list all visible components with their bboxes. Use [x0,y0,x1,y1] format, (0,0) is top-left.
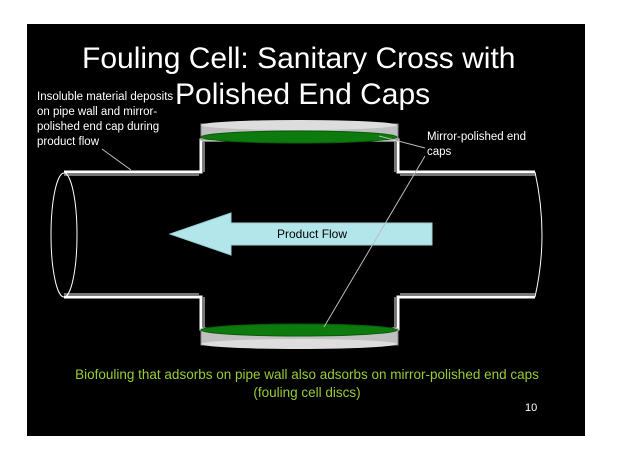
leader-line-right-bottom [323,155,426,328]
annotation-end-caps: Mirror-polished end caps [427,131,527,158]
annotation-deposits: Insoluble material deposits on pipe wall… [37,91,174,148]
end-cap-bottom [200,323,399,349]
product-flow-label: Product Flow [277,227,348,241]
leader-line-right-top [378,135,426,149]
pipe-opening-right [534,171,543,298]
leader-line-left [101,148,132,171]
sanitary-cross-diagram [50,120,543,349]
slide: Fouling Cell: Sanitary Cross with Polish… [27,24,585,436]
slide-title-line2: Polished End Caps [175,78,431,111]
end-cap-top [200,120,399,144]
product-flow-arrow [168,212,433,256]
pipe-opening-left [50,172,78,298]
slide-title-line1: Fouling Cell: Sanitary Cross with [82,42,516,75]
page-number: 10 [525,402,538,414]
slide-caption: Biofouling that adsorbs on pipe wall als… [75,367,539,400]
